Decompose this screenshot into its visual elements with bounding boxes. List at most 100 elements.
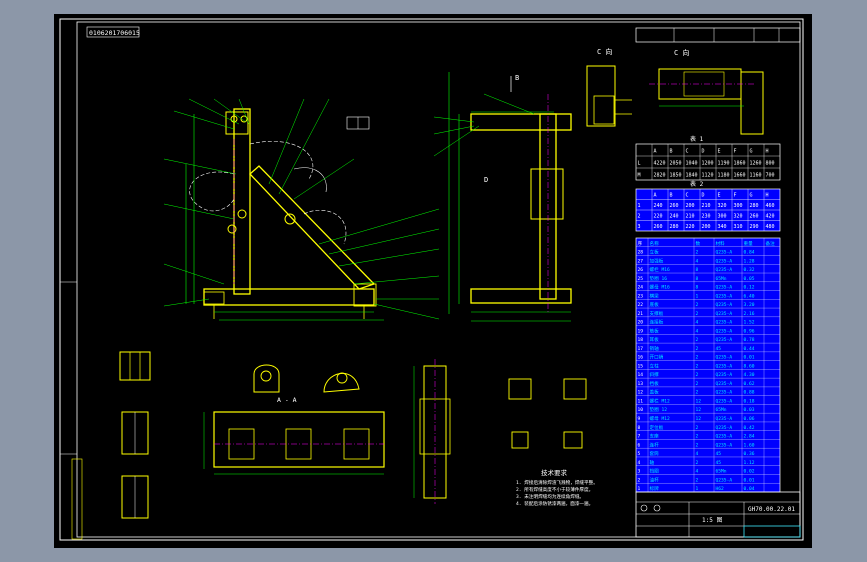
table-cell: M bbox=[638, 173, 641, 179]
parts-list-cell: 4 bbox=[696, 451, 699, 457]
corner-code-box bbox=[86, 26, 140, 38]
parts-list-cell: Q235-A bbox=[716, 293, 733, 299]
parts-list-cell: 17 bbox=[638, 346, 644, 352]
parts-list-cell: 2 bbox=[696, 434, 699, 440]
parts-list-cell: 16 bbox=[638, 355, 644, 361]
front-view bbox=[163, 98, 440, 321]
parts-list-cell: 2 bbox=[696, 355, 699, 361]
parts-list-cell: 材料 bbox=[716, 240, 726, 247]
parts-list-cell: Q235-A bbox=[716, 416, 733, 422]
table-cell: 320 bbox=[734, 214, 743, 220]
parts-list-cell: 11 bbox=[638, 398, 644, 404]
table-cell: D bbox=[702, 193, 705, 199]
parts-list-cell: 4 bbox=[638, 460, 641, 466]
table-cell: 260 bbox=[654, 224, 663, 230]
parts-list-cell: 26 bbox=[638, 267, 644, 273]
parts-list-cell: 5 bbox=[638, 451, 641, 457]
parts-list-cell: 45 bbox=[716, 346, 722, 352]
parts-list-cell: 垫圈 16 bbox=[650, 275, 668, 282]
parts-list-cell: Q235-A bbox=[716, 425, 733, 431]
parts-list-cell: 重量 bbox=[744, 240, 754, 247]
parts-list-cell: 6 bbox=[638, 442, 641, 448]
parts-list-cell: Q235-A bbox=[716, 398, 733, 404]
table-cell: F bbox=[734, 193, 737, 199]
parts-list-cell: 挡板 bbox=[650, 380, 660, 387]
table-cell: 310 bbox=[734, 224, 743, 230]
parts-list-cell: 名称 bbox=[650, 240, 660, 247]
table-cell: 200 bbox=[686, 203, 695, 209]
sheet-label: 1:5 图 bbox=[702, 517, 722, 524]
parts-list-cell: 8 bbox=[696, 285, 699, 291]
table-cell: A bbox=[654, 193, 657, 199]
parts-list-cell: Q235-A bbox=[716, 477, 733, 483]
parts-list-cell: 盖板 bbox=[650, 389, 660, 396]
parts-list-cell: 0.96 bbox=[744, 328, 755, 334]
parts-list-cell: 垫圈 12 bbox=[650, 406, 668, 413]
parts-list-cell: 25 bbox=[638, 276, 644, 282]
table-cell: 2050 bbox=[670, 161, 682, 167]
parts-list-cell: 斜撑 bbox=[650, 371, 660, 378]
tech-note-line: 2. 所有焊缝高度不小于较薄件厚度。 bbox=[516, 486, 593, 493]
table-cell: 260 bbox=[670, 203, 679, 209]
label-b: B bbox=[515, 74, 519, 82]
parts-list-cell: 21 bbox=[638, 311, 644, 317]
table-cell: 2 bbox=[638, 214, 641, 220]
parts-list-cell: 18 bbox=[638, 337, 644, 343]
table-cell: A bbox=[654, 149, 657, 155]
parts-list-cell: 油杯 bbox=[650, 476, 660, 483]
table-cell: 460 bbox=[766, 203, 775, 209]
c-view-detail: C 向 bbox=[586, 47, 632, 127]
parts-list-cell: 1.60 bbox=[744, 442, 755, 448]
parts-list-cell: 立板 bbox=[650, 249, 660, 256]
table-cell: 210 bbox=[702, 203, 711, 209]
parts-list-cell: 3.20 bbox=[744, 302, 755, 308]
table-cell: 260 bbox=[750, 214, 759, 220]
lug-details bbox=[253, 364, 360, 393]
table-cell: G bbox=[750, 149, 753, 155]
c-view-right: C 向 bbox=[649, 48, 764, 135]
parts-list-cell: 23 bbox=[638, 293, 644, 299]
parts-list-cell: 1.52 bbox=[744, 320, 755, 326]
table-cell: 3 bbox=[638, 224, 641, 230]
parts-list-cell: 0.44 bbox=[744, 346, 755, 352]
table-cell: 1190 bbox=[718, 161, 730, 167]
parts-list-cell: 22 bbox=[638, 302, 644, 308]
parts-list-cell: 65Mn bbox=[716, 469, 727, 475]
table-cell: 210 bbox=[686, 214, 695, 220]
table-cell: 280 bbox=[670, 224, 679, 230]
parts-list-cell: 备注 bbox=[766, 240, 776, 247]
table-cell: F bbox=[734, 149, 737, 155]
table-cell: C bbox=[686, 149, 689, 155]
table-cell: 220 bbox=[686, 224, 695, 230]
parts-list-cell: 耳板 bbox=[650, 336, 660, 343]
parts-list-cell: 2 bbox=[696, 302, 699, 308]
parts-list-cell: 0.36 bbox=[744, 451, 755, 457]
table-cell: 1850 bbox=[670, 173, 682, 179]
left-strip bbox=[71, 458, 83, 540]
parts-list-cell: Q235-A bbox=[716, 258, 733, 264]
parts-list-cell: 0.06 bbox=[744, 416, 755, 422]
table-cell: 300 bbox=[734, 203, 743, 209]
title-block: GH70.00.22.01 1:5 图 bbox=[635, 491, 801, 538]
parts-list-cell: 0.05 bbox=[744, 276, 755, 282]
parts-list-cell: 螺母 M16 bbox=[650, 284, 670, 291]
parts-list-cell: 挡圈 bbox=[650, 468, 660, 475]
table-cell: 280 bbox=[750, 203, 759, 209]
table-cell: 320 bbox=[718, 203, 727, 209]
parts-list-cell: 套筒 bbox=[650, 450, 660, 457]
parts-list-cell: 支撑板 bbox=[650, 310, 664, 317]
table-cell: 700 bbox=[766, 173, 775, 179]
parts-list-cell: 序 bbox=[638, 240, 643, 247]
table-cell: H bbox=[766, 149, 769, 155]
parts-list-cell: 1 bbox=[638, 486, 641, 492]
parts-list-cell: 立柱 bbox=[650, 362, 660, 369]
parts-list-cell: 0.04 bbox=[744, 486, 755, 492]
parts-list-cell: 1 bbox=[696, 486, 699, 492]
parts-list-cell: 14 bbox=[638, 372, 644, 378]
parts-list-cell: 65Mn bbox=[716, 276, 727, 282]
outer-frame bbox=[59, 18, 804, 541]
parts-list-cell: 支座 bbox=[650, 433, 660, 440]
table-cell: 340 bbox=[718, 224, 727, 230]
